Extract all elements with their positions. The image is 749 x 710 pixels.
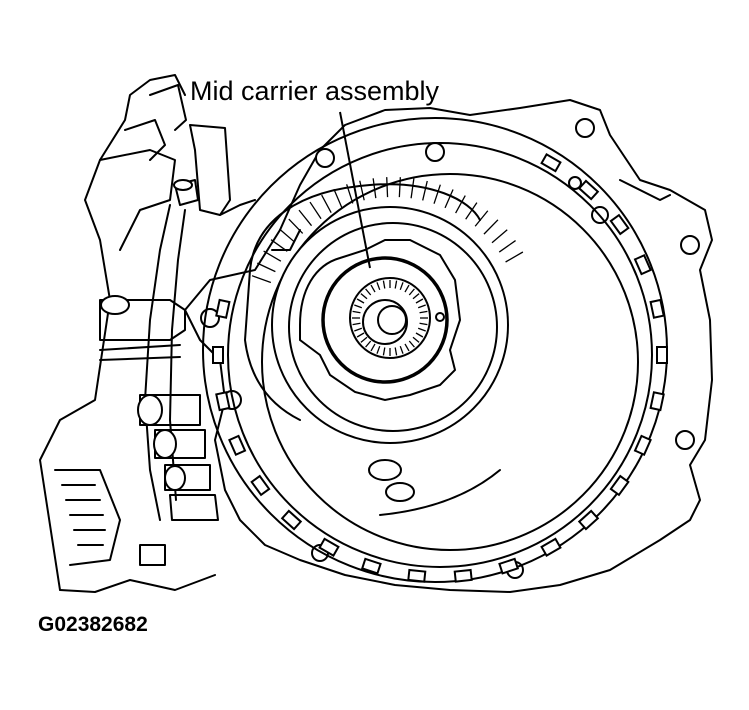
- carrier-tooth: [382, 280, 386, 289]
- ring-slot: [656, 346, 668, 364]
- carrier-tooth: [404, 284, 410, 293]
- carrier-tooth: [365, 340, 372, 348]
- carrier-tooth: [352, 310, 361, 314]
- gear-hatch-line: [372, 178, 377, 199]
- carrier-tooth: [399, 345, 404, 354]
- carrier-tooth: [360, 293, 368, 300]
- gear-drum: [244, 177, 524, 421]
- carrier-tooth: [394, 347, 398, 356]
- carrier-tooth: [408, 340, 415, 348]
- ring-slot: [649, 298, 665, 319]
- carrier-tooth: [365, 288, 372, 296]
- ring-slot: [453, 568, 473, 583]
- carrier-tooth: [404, 343, 410, 352]
- ring-slot: [577, 509, 600, 531]
- ring-slot: [633, 434, 652, 456]
- callout-label: Mid carrier assembly: [190, 76, 440, 106]
- ring-slot: [215, 391, 231, 412]
- ring-slot: [649, 391, 665, 412]
- carrier-tooth: [417, 327, 426, 332]
- carrier-tooth: [394, 280, 398, 289]
- gear-hatch-line: [491, 229, 508, 244]
- gear-hatch-line: [256, 262, 276, 273]
- carrier-tooth: [415, 332, 424, 338]
- carrier-tooth: [370, 284, 376, 293]
- mid-carrier-assembly: [271, 206, 509, 444]
- gear-hatch-line: [398, 177, 401, 198]
- stator-ring: [202, 117, 668, 583]
- carrier-tooth: [382, 347, 386, 356]
- ring-slot: [577, 179, 600, 201]
- carrier-tooth: [354, 327, 363, 332]
- ring-slot: [215, 298, 231, 319]
- carrier-tooth: [408, 288, 415, 296]
- carrier-tooth: [415, 298, 424, 304]
- gear-hatch-line: [333, 188, 343, 208]
- carrier-tooth: [412, 293, 420, 300]
- callout-leader: [339, 111, 371, 269]
- carrier-tooth: [370, 343, 376, 352]
- left-housing: [39, 74, 256, 593]
- ring-slot: [280, 509, 303, 531]
- carrier-tooth: [399, 282, 404, 291]
- ring-slot: [250, 474, 271, 497]
- gear-hatch-line: [465, 202, 478, 220]
- gear-hatch-line: [346, 184, 354, 204]
- flange-features: [368, 459, 501, 516]
- gear-hatch-line: [359, 180, 365, 201]
- gear-hatch-line: [422, 180, 428, 201]
- gear-hatch-line: [263, 250, 282, 262]
- carrier-tooth: [356, 298, 365, 304]
- carrier-tooth: [417, 304, 426, 309]
- carrier-tooth: [352, 322, 361, 326]
- gear-hatch-line: [270, 239, 288, 252]
- gear-hatch-line: [444, 189, 454, 209]
- gear-hatch-line: [298, 209, 313, 227]
- carrier-tooth: [412, 336, 420, 343]
- carrier-tooth: [356, 332, 365, 338]
- gear-hatch-line: [251, 275, 272, 284]
- ring-slot: [498, 557, 520, 575]
- gear-hatch-line: [386, 177, 389, 198]
- ring-slot: [609, 213, 630, 236]
- gear-hatch-line: [321, 194, 332, 213]
- gear-hatch-line: [474, 210, 489, 227]
- gear-hatch-line: [433, 184, 441, 204]
- gear-hatch-line: [483, 219, 499, 235]
- ring-slot: [228, 434, 247, 456]
- ring-slot: [360, 557, 382, 575]
- ring-slot: [407, 568, 427, 583]
- carrier-tooth: [376, 282, 381, 291]
- carrier-tooth: [360, 336, 368, 343]
- ring-slot: [540, 153, 562, 173]
- ring-slot: [318, 537, 340, 557]
- ring-slot: [633, 254, 652, 276]
- carrier-tooth: [419, 310, 428, 314]
- carrier-tooth: [376, 345, 381, 354]
- figure-id: G02382682: [38, 613, 148, 636]
- gear-hatch-line: [505, 251, 524, 263]
- gear-hatch-line: [279, 228, 296, 243]
- gear-hatch-line: [288, 218, 304, 234]
- ring-slot: [212, 346, 224, 364]
- carrier-tooth: [354, 304, 363, 309]
- gear-hatch-line: [498, 240, 516, 253]
- carrier-tooth: [419, 322, 428, 326]
- gear-hatch-line: [410, 178, 415, 199]
- ring-slot: [609, 474, 630, 497]
- ring-slot: [540, 537, 562, 557]
- gear-hatch-line: [309, 201, 322, 220]
- gear-hatch-line: [455, 195, 466, 214]
